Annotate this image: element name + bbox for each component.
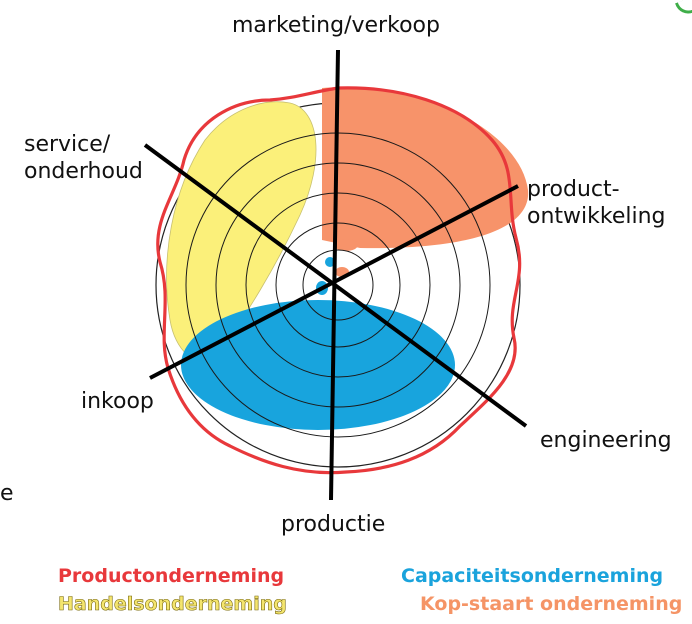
product-outline [156, 86, 522, 475]
axis-marketing-productie [329, 49, 340, 501]
axis-label-marketing: marketing/verkoop [232, 13, 440, 38]
center-orange-blob-1 [334, 239, 358, 251]
stray-text: e [0, 481, 14, 506]
legend-kopstaart: Kop-staart onderneming [420, 593, 683, 615]
axis-label-service-line1: service/ [24, 132, 111, 157]
axis-label-service-line2: onderhoud [24, 159, 143, 184]
axis-label-productontwikkeling: product- ontwikkeling [527, 176, 666, 230]
axis-service-engineering [143, 143, 528, 428]
legend-capaciteitsonderneming: Capaciteitsonderneming [401, 565, 664, 587]
axis-label-service: service/ onderhoud [24, 131, 143, 185]
axis-inkoop-productontwikkeling [149, 184, 519, 380]
axis-label-productontwikkeling-line2: ontwikkeling [527, 204, 666, 229]
axis-label-productontwikkeling-line1: product- [527, 177, 620, 202]
axis-label-inkoop: inkoop [81, 389, 154, 414]
axis-lines [143, 49, 528, 501]
axis-label-engineering: engineering [540, 428, 672, 453]
legend-handelsonderneming: Handelsonderneming [58, 593, 287, 616]
legend-productonderneming: Productonderneming [58, 565, 285, 587]
capaciteit-region [181, 300, 455, 430]
kopstaart-region [322, 87, 529, 249]
center-blue-blob-1 [325, 257, 335, 267]
axis-label-productie: productie [281, 512, 386, 537]
